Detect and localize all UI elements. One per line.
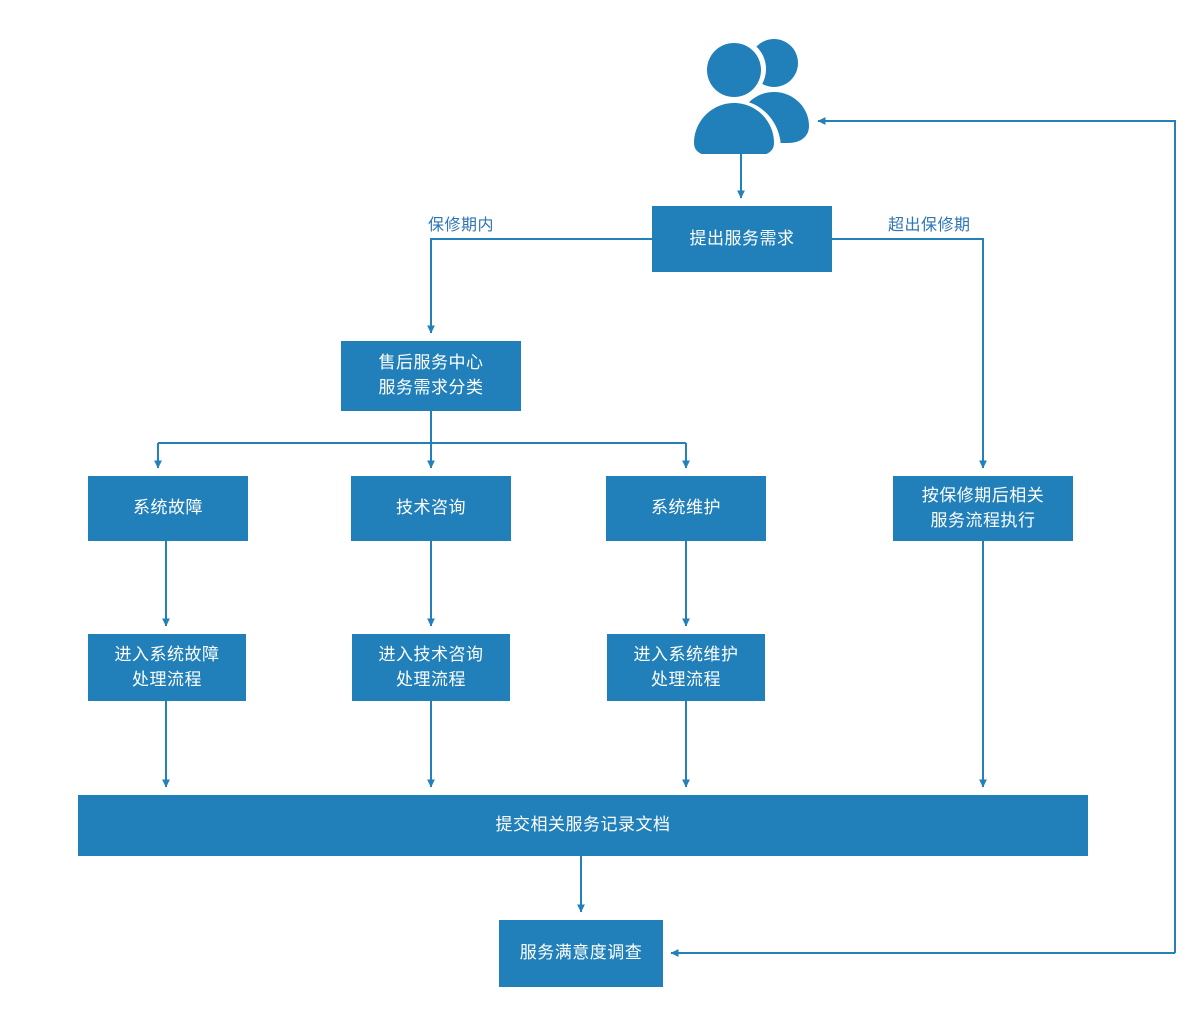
node-maintain-process-line2: 处理流程 [651,669,721,690]
node-submit-documents-label: 提交相关服务记录文档 [495,815,671,836]
edge-request-to-outwarranty [832,238,987,469]
edge-request-to-center [427,238,652,334]
node-service-center-line1: 售后服务中心 [378,353,484,374]
node-tech-consult-label: 技术咨询 [396,498,466,519]
node-fault-process-line2: 处理流程 [132,669,202,690]
node-consult-process-line1: 进入技术咨询 [378,644,484,665]
node-maintain-process[interactable]: 进入系统维护 处理流程 [607,634,765,701]
node-submit-documents[interactable]: 提交相关服务记录文档 [78,795,1088,856]
node-out-warranty-process[interactable]: 按保修期后相关 服务流程执行 [893,476,1073,541]
node-satisfaction-survey[interactable]: 服务满意度调查 [499,920,663,987]
node-system-fault-label: 系统故障 [133,498,203,519]
node-request[interactable]: 提出服务需求 [652,206,832,272]
node-consult-process[interactable]: 进入技术咨询 处理流程 [352,634,510,701]
edge-label-out-warranty: 超出保修期 [888,215,971,234]
node-out-warranty-line2: 服务流程执行 [930,510,1036,531]
node-system-maintain-label: 系统维护 [651,498,721,519]
node-service-center-line2: 服务需求分类 [378,378,484,398]
node-system-maintain[interactable]: 系统维护 [606,476,766,541]
node-service-center[interactable]: 售后服务中心 服务需求分类 [341,341,521,411]
node-request-label: 提出服务需求 [689,228,795,249]
node-satisfaction-survey-label: 服务满意度调查 [519,943,643,964]
node-fault-process[interactable]: 进入系统故障 处理流程 [88,634,246,701]
node-fault-process-line1: 进入系统故障 [114,644,220,665]
node-maintain-process-line1: 进入系统维护 [633,644,739,665]
edge-label-in-warranty: 保修期内 [428,215,495,234]
node-tech-consult[interactable]: 技术咨询 [351,476,511,541]
node-system-fault[interactable]: 系统故障 [88,476,248,541]
node-consult-process-line2: 处理流程 [396,669,466,690]
node-out-warranty-line1: 按保修期后相关 [921,485,1045,506]
people-icon [689,38,812,157]
